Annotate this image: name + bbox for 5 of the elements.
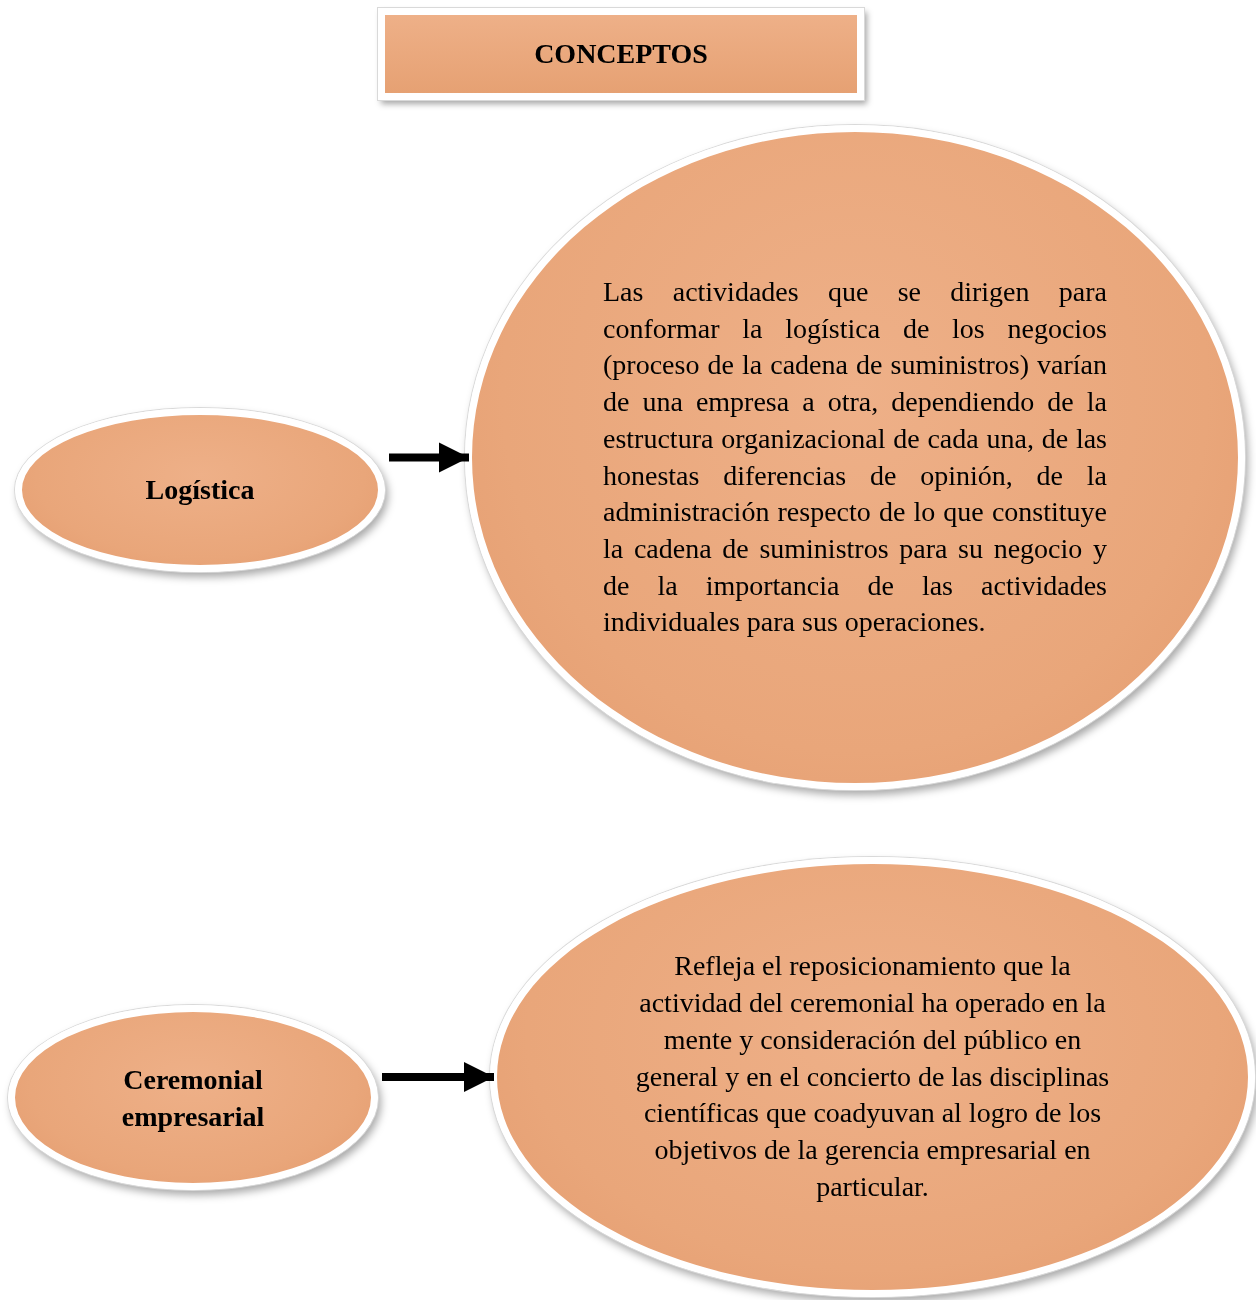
node-text: CONCEPTOS — [533, 37, 709, 71]
node-text: Ceremonial empresarial — [120, 1062, 266, 1134]
node-text: Refleja el reposicionamiento que la actividad del ceremonial ha operado en la mente y consideración del público en general y en el concierto de las disciplinas científicas que coadyuvan al logro de los objetivos de la gerencia empresarial en particular. — [634, 949, 1111, 1204]
node-text: Logística — [144, 473, 256, 507]
node-text: Las actividades que se dirigen para conformar la logística de los negocios (proceso de la cadena de suministros) varían de una empresa a otra, dependiendo de la estructura organizacional de cada una, de las honestas diferencias de opinión, de la administración respecto de lo que constituye la cadena de suministros para su negocio y de la importancia de las actividades individuales para sus operaciones. — [602, 275, 1108, 640]
